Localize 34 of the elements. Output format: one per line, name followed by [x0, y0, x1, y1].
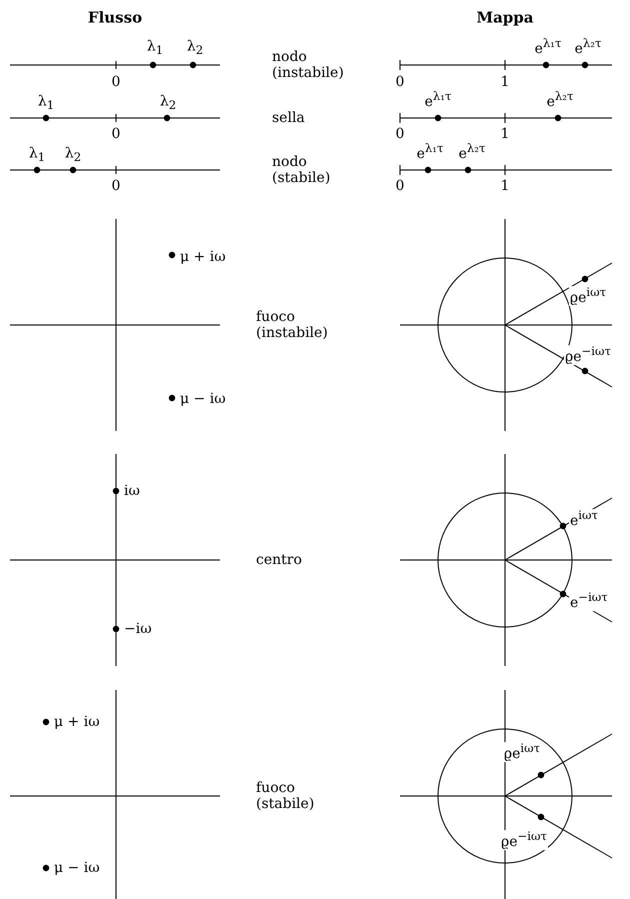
case-name: sella [272, 110, 306, 126]
tick-label: 0 [112, 178, 120, 194]
tick-label: 0 [112, 74, 120, 90]
eigenvalue-label: μ + iω [180, 248, 226, 266]
tick-label: 0 [396, 74, 404, 90]
eigenvalue-label: λ$_{2}$ [64, 145, 82, 165]
eigenvalue-label: λ$_{1}$ [38, 93, 54, 113]
case-name: centro [256, 552, 303, 568]
eigenvalue-label: λ$_{1}$ [146, 38, 164, 58]
eigenvalue-label: λ$_{1}$ [28, 145, 46, 165]
eigenvalue-label: λ$_{2}$ [160, 93, 176, 113]
column-heading: Mappa [476, 9, 534, 27]
case-name: nodo (stabile) [272, 154, 332, 186]
tick-label: 1 [500, 178, 510, 194]
column-heading: Flusso [88, 9, 142, 27]
multiplier-label: ϱe$^{iωτ}$ [568, 286, 608, 306]
multiplier-label: e$^{−iωτ}$ [569, 591, 609, 611]
tick-label: 0 [396, 178, 404, 194]
tick-label: 0 [396, 126, 404, 142]
eigenvalue-label: −iω [124, 620, 152, 638]
eigenvalue-label: μ + iω [54, 714, 100, 730]
tick-label: 0 [112, 126, 120, 142]
multiplier-label: ϱe$^{−iωτ}$ [564, 345, 612, 365]
case-name: nodo (instabile) [272, 48, 345, 82]
multiplier-label: ϱe$^{−iωτ}$ [500, 830, 548, 850]
eigenvalue-label: μ − iω [180, 390, 226, 408]
case-name: fuoco (instabile) [256, 308, 329, 342]
eigenvalue-label: iω [124, 482, 140, 500]
tick-label: 1 [500, 126, 510, 142]
eigenvalue-label: μ − iω [54, 860, 100, 876]
multiplier-label: ϱe$^{iωτ}$ [502, 742, 542, 762]
case-name: fuoco (stabile) [256, 780, 316, 812]
eigenvalue-label: λ$_{2}$ [186, 38, 204, 58]
tick-label: 1 [500, 74, 510, 90]
